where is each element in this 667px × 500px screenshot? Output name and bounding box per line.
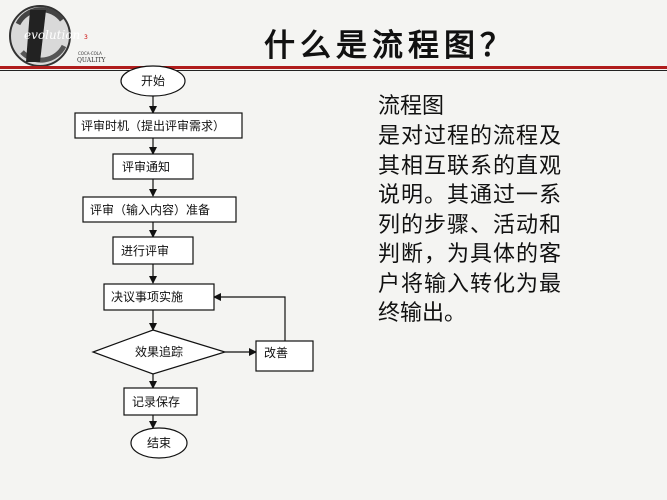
start-label: 开始 (141, 74, 165, 88)
step-record-keeping (123, 387, 198, 416)
step1-label: 评审时机（提出评审需求） (81, 118, 225, 133)
record-label: 记录保存 (132, 395, 180, 409)
step-implement-resolutions (103, 283, 215, 311)
description-heading: 流程图 (378, 94, 445, 119)
description-body: 是对过程的流程及其相互联系的直观说明。其通过一系列的步骤、活动和判断，为具体的客… (378, 124, 561, 326)
flow-connectors (149, 96, 286, 429)
title-divider-black (0, 70, 667, 71)
end-label: 结束 (147, 436, 171, 450)
step-review-notice (112, 153, 194, 180)
title-divider-red (0, 66, 667, 69)
step-review-timing (74, 112, 243, 139)
step-review-prep (82, 196, 237, 223)
step3-label: 评审（输入内容）准备 (90, 202, 210, 217)
start-node (120, 65, 186, 97)
step-improve (255, 340, 314, 372)
step4-label: 进行评审 (121, 243, 169, 258)
step-conduct-review (112, 236, 194, 265)
step5-label: 决议事项实施 (111, 289, 183, 304)
svg-text:COCA-COLA: COCA-COLA (78, 51, 102, 56)
flowchart: 开始 评审时机（提出评审需求） 评审通知 评审（输入内容）准备 进行评审 决议事… (74, 65, 314, 459)
page-title: 什么是流程图？ (264, 28, 516, 64)
svg-text:QUALITY: QUALITY (77, 57, 106, 64)
company-logo: evolution 3 COCA-COLA QUALITY (9, 5, 106, 67)
svg-text:3: 3 (84, 34, 88, 41)
improve-label: 改善 (264, 345, 288, 360)
arrow-improve-step5 (213, 293, 286, 341)
svg-text:evolution: evolution (24, 28, 80, 42)
end-node (130, 427, 188, 459)
step2-label: 评审通知 (122, 159, 170, 174)
decision-label: 效果追踪 (135, 344, 183, 359)
decision-effect-tracking (91, 329, 228, 375)
